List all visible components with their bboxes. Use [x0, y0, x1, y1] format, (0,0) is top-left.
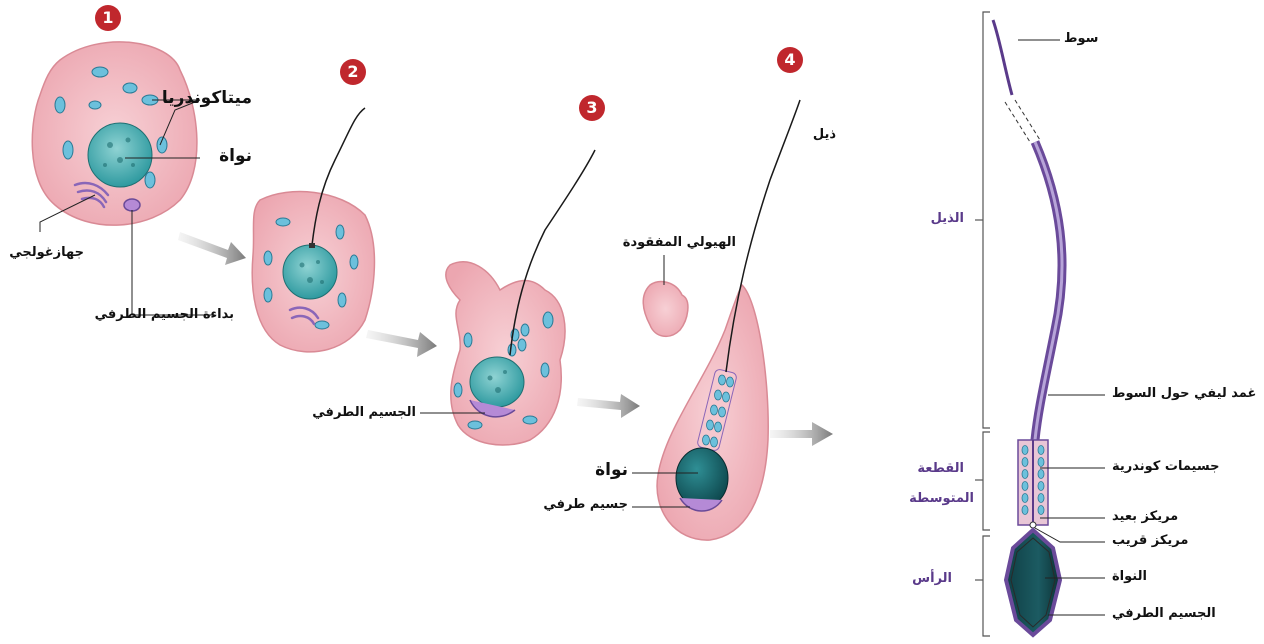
label-midpiece-line1: القطعة [917, 462, 964, 475]
label-acrosome-start: بداءة الجسيم الطرفي [95, 308, 234, 321]
step-4-number: 4 [778, 48, 802, 72]
label-head-region: الرأس [912, 572, 952, 585]
label-acrosome-4: جسيم طرفي [543, 498, 628, 511]
stage3-cell [446, 150, 595, 445]
label-lost-cytoplasm: الهيولي المفقودة [623, 236, 736, 249]
step-2-number: 2 [341, 60, 365, 84]
label-sperm-mitochondria: جسيمات كوندرية [1112, 460, 1219, 473]
label-proximal-centriole: مريكز قريب [1112, 534, 1188, 547]
label-sperm-acrosome: الجسيم الطرفي [1112, 607, 1216, 620]
label-mitochondria: ميتاكوندريا [162, 90, 252, 107]
lost-cytoplasm-blob [643, 282, 688, 337]
label-sheath: غمد ليفي حول السوط [1112, 387, 1256, 400]
step-3-number: 3 [580, 96, 604, 120]
mature-sperm [993, 20, 1062, 635]
label-sperm-nucleus: النواة [1112, 570, 1147, 583]
label-midpiece-line2: المتوسطة [909, 492, 974, 505]
stage4-cell [643, 100, 800, 540]
label-tail-4: ذيل [813, 128, 836, 141]
step-1-number: 1 [96, 6, 120, 30]
label-golgi: جهازغولجي [9, 246, 84, 259]
label-tail-region: الذيل [931, 212, 964, 225]
stage1-cell [32, 42, 197, 225]
label-acrosome-3: الجسيم الطرفي [312, 406, 416, 419]
label-distal-centriole: مريكز بعيد [1112, 510, 1178, 523]
stage2-cell [252, 108, 374, 352]
region-brackets [975, 12, 990, 636]
label-whip: سوط [1064, 32, 1098, 45]
label-nucleus-1: نواة [219, 148, 252, 165]
label-nucleus-4: نواة [595, 462, 628, 479]
